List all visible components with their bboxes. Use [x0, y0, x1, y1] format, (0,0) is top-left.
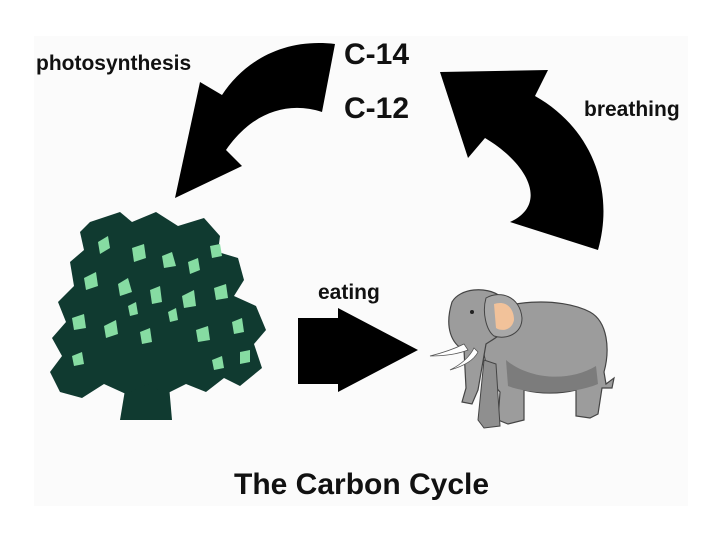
c12-label: C-12 [344, 92, 410, 125]
c14-label: C-14 [344, 38, 410, 71]
eating-label: eating [318, 281, 380, 304]
photosynthesis-label: photosynthesis [36, 52, 192, 75]
breathing-arrow [440, 70, 604, 250]
tree-image [50, 212, 266, 420]
elephant-image [429, 289, 615, 429]
diagram-title: The Carbon Cycle [234, 468, 490, 501]
eating-arrow [298, 308, 418, 392]
breathing-label: breathing [584, 98, 680, 121]
photosynthesis-arrow [175, 43, 335, 199]
